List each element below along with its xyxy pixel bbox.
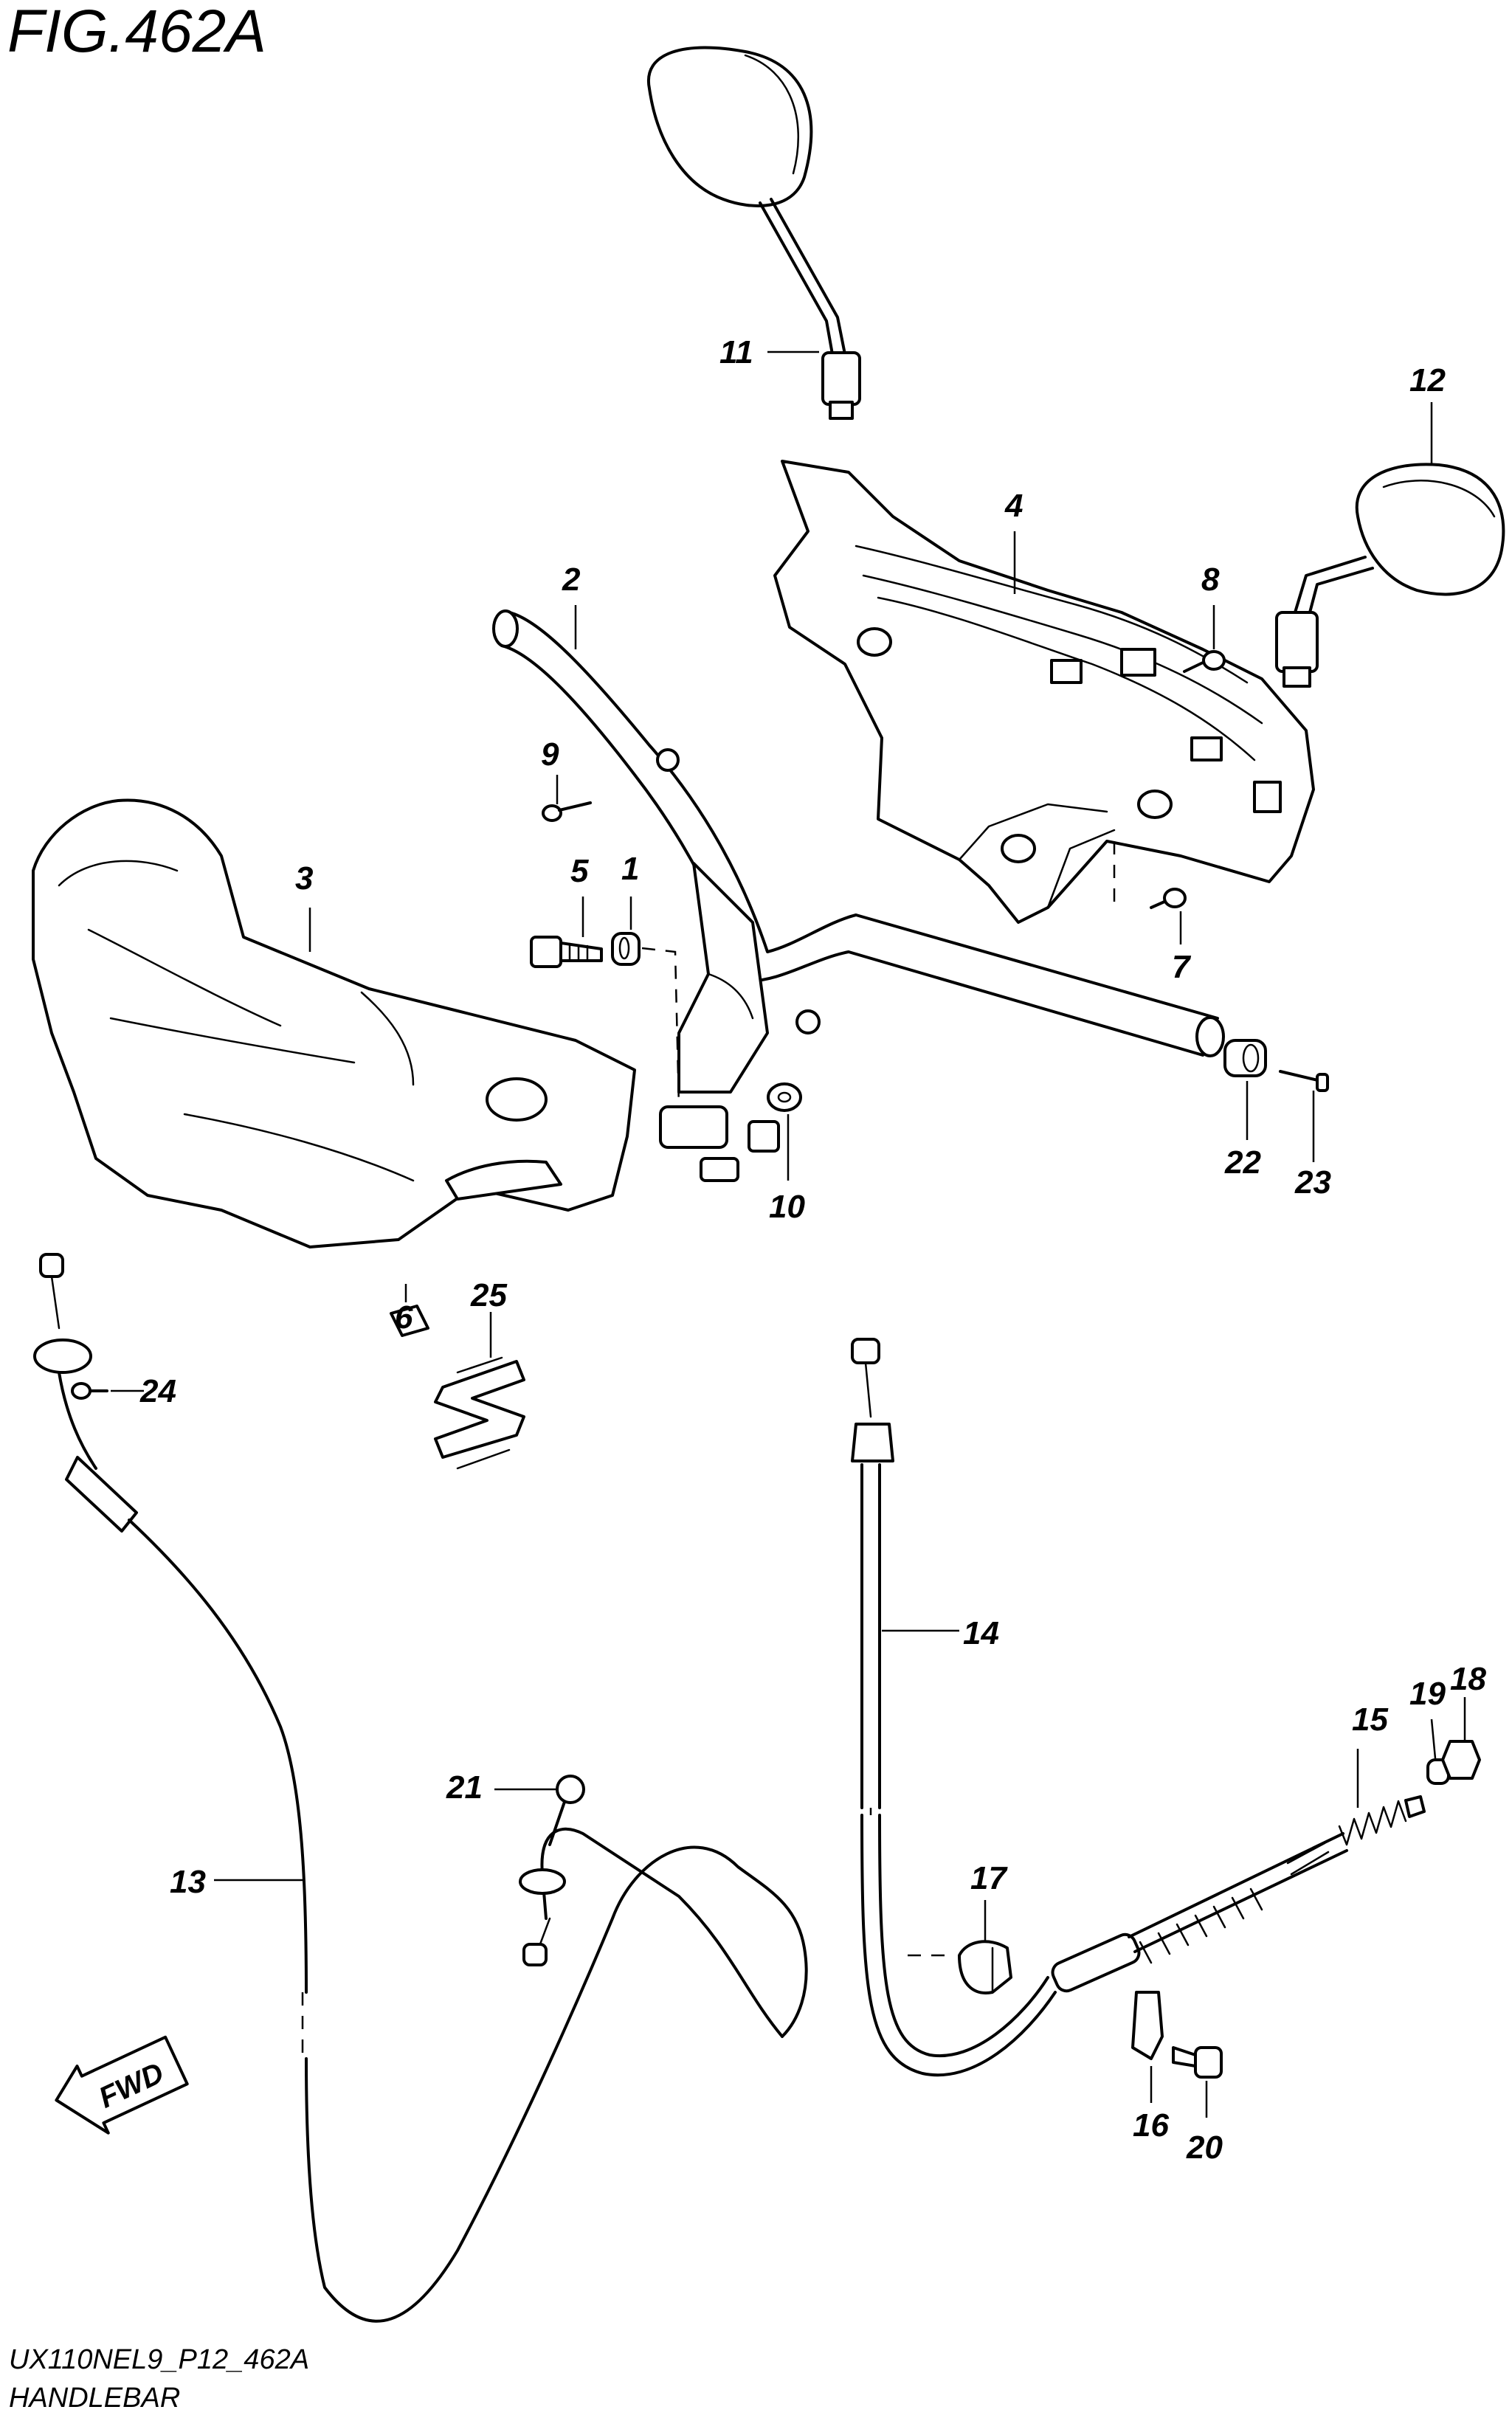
callout-14: 14 [963, 1615, 999, 1651]
callout-20: 20 [1186, 2129, 1223, 2166]
callout-4: 4 [1004, 488, 1023, 524]
callout-22: 22 [1224, 1144, 1261, 1181]
figure-code: UX110NEL9_P12_462A [9, 2344, 309, 2375]
nut-18 [1441, 1740, 1481, 1780]
figure-name: HANDLEBAR [9, 2383, 180, 2414]
callout-23: 23 [1294, 1164, 1331, 1201]
callout-12: 12 [1409, 362, 1446, 398]
spacer-1 [611, 932, 641, 966]
callout-8: 8 [1201, 562, 1220, 598]
left-mirror [646, 46, 861, 420]
handlebar-tube [492, 609, 1225, 1182]
callout-10: 10 [769, 1189, 805, 1225]
washer-10 [767, 1082, 802, 1112]
right-cable-14 [851, 1338, 1348, 2077]
callout-5: 5 [570, 853, 589, 889]
figure-title: FIG.462A [7, 0, 266, 65]
callout-labels: 1 2 3 4 5 6 7 8 9 10 11 12 13 14 15 16 1… [139, 334, 1486, 2166]
screw-7 [1150, 888, 1187, 909]
bolt-5 [530, 936, 603, 968]
callout-9: 9 [541, 736, 559, 773]
callout-15: 15 [1352, 1702, 1388, 1738]
callout-25: 25 [470, 1277, 507, 1313]
callout-7: 7 [1172, 949, 1192, 985]
callout-6: 6 [395, 1299, 413, 1336]
leader-lines [111, 350, 1466, 2118]
screw-23 [1279, 1070, 1329, 1092]
rear-handlebar-cover [773, 460, 1315, 924]
callout-17: 17 [970, 1860, 1008, 1896]
callout-24: 24 [139, 1373, 176, 1409]
left-cable-13 [33, 1253, 808, 2323]
screw-9 [542, 801, 592, 822]
bolt-20 [1172, 2046, 1223, 2079]
bracket-16 [1131, 1991, 1164, 2060]
callout-18: 18 [1450, 1661, 1486, 1697]
screw-8 [1183, 650, 1226, 673]
callout-21: 21 [446, 1769, 483, 1806]
spring-15 [1338, 1795, 1426, 1846]
forward-arrow-icon [55, 2035, 189, 2135]
callout-11: 11 [719, 334, 753, 370]
callout-2: 2 [562, 562, 581, 598]
right-mirror [1275, 463, 1505, 688]
end-weight-22 [1223, 1039, 1267, 1077]
front-handlebar-cover [32, 798, 636, 1248]
callout-13: 13 [170, 1864, 206, 1900]
fwd-badge: FWD [55, 2035, 189, 2135]
callout-3: 3 [295, 860, 313, 897]
callout-19: 19 [1409, 1676, 1446, 1712]
emblem-icon [434, 1356, 525, 1470]
screw-24 [71, 1382, 108, 1400]
nut-6 [390, 1305, 429, 1337]
callout-16: 16 [1133, 2107, 1169, 2144]
callout-1: 1 [621, 851, 639, 887]
clamp-17 [958, 1940, 1012, 1994]
